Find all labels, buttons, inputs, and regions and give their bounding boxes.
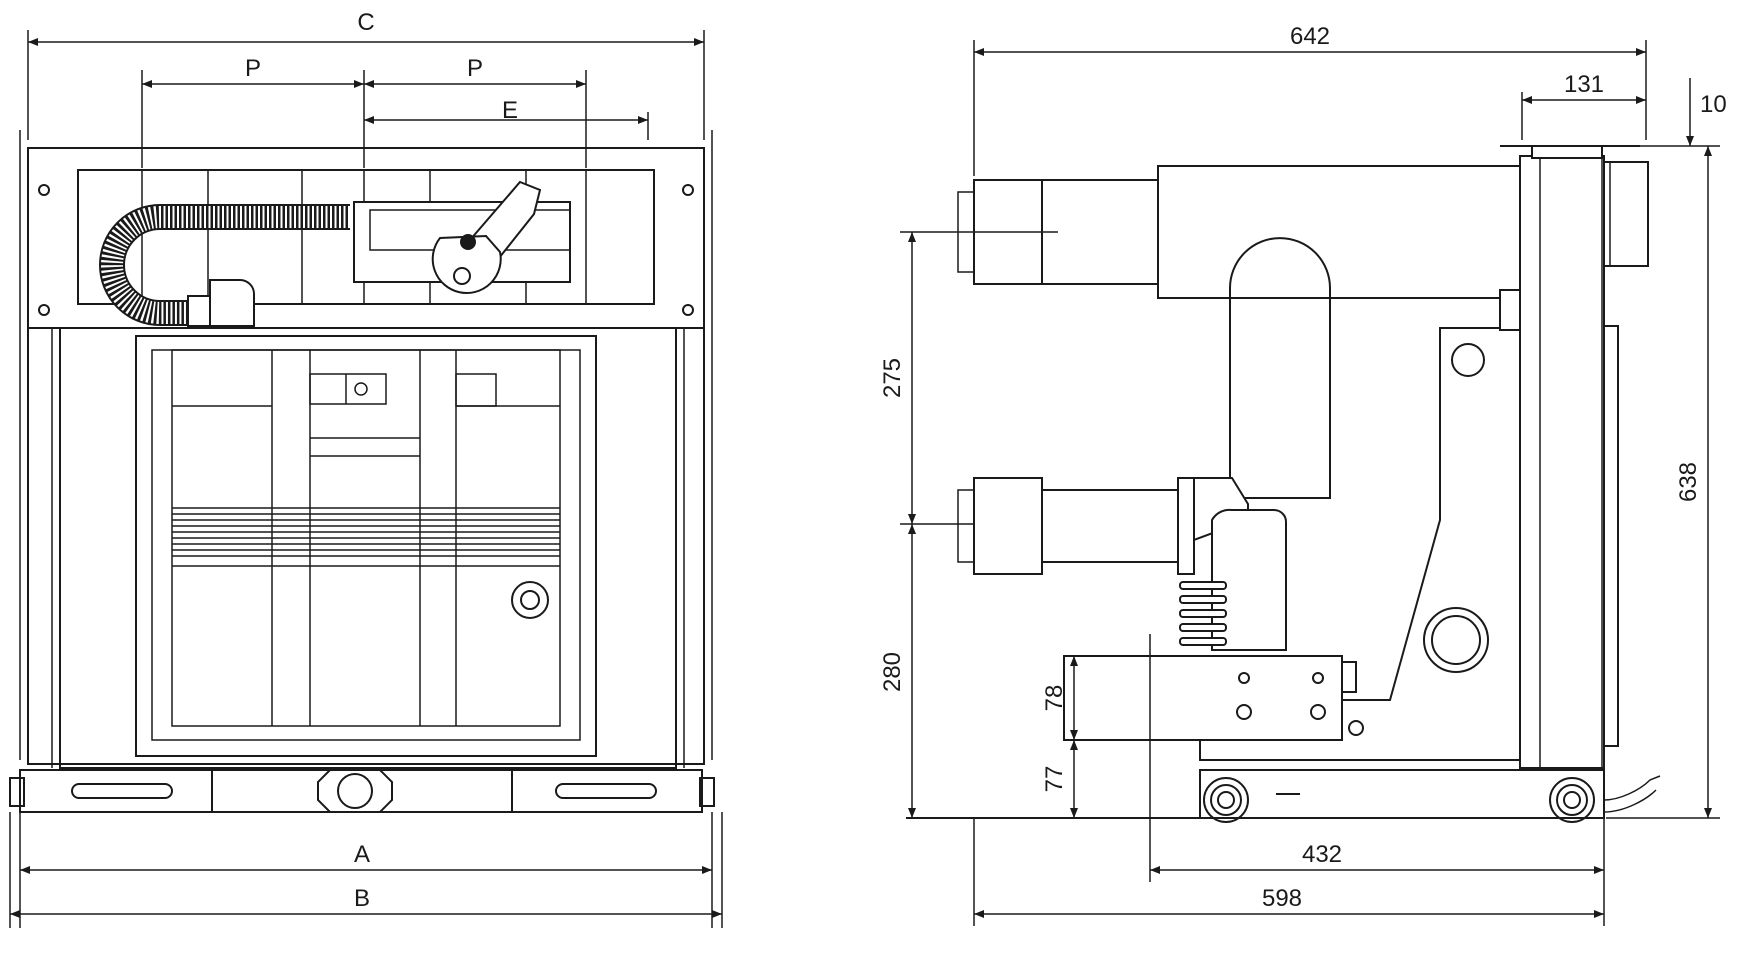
label-131: 131 [1564, 71, 1604, 98]
racking-nut [317, 769, 393, 813]
mounting-hole [682, 304, 694, 316]
cooling-fins [172, 507, 560, 557]
label-78: 78 [1041, 685, 1068, 712]
label-c: C [357, 9, 374, 36]
upper-arm-housing [1157, 165, 1531, 299]
label-a: A [354, 841, 370, 868]
conduit-elbow [209, 279, 255, 327]
main-column [1229, 297, 1331, 499]
label-275: 275 [879, 358, 906, 398]
label-642: 642 [1290, 23, 1330, 50]
mounting-hole [38, 184, 50, 196]
breaker-body [135, 335, 597, 757]
label-598: 598 [1262, 885, 1302, 912]
label-p-left: P [245, 55, 261, 82]
label-b: B [354, 885, 370, 912]
label-10: 10 [1700, 91, 1727, 118]
truck-chassis [1199, 769, 1605, 819]
label-p-right: P [467, 55, 483, 82]
side-view: 642 131 10 638 275 280 78 77 432 598 [879, 23, 1727, 926]
mounting-hole [38, 304, 50, 316]
insulator-column [1211, 508, 1287, 651]
mounting-hole [682, 184, 694, 196]
lever-pivot [460, 234, 476, 250]
interlock-hook [431, 234, 502, 295]
label-432: 432 [1302, 841, 1342, 868]
actuator-block [1063, 655, 1343, 741]
wheel [1203, 777, 1249, 823]
front-view: C P P E A B [9, 9, 723, 928]
truck-frame [59, 327, 677, 769]
label-280: 280 [879, 652, 906, 692]
label-77: 77 [1041, 766, 1068, 793]
rail-slot [555, 783, 657, 799]
lower-contact [973, 477, 1043, 575]
insulator-sheds [1179, 581, 1227, 646]
wheel [1549, 777, 1595, 823]
indicator-knob [511, 581, 549, 619]
front-door-panel [1519, 155, 1605, 769]
rail-slot [71, 783, 173, 799]
label-638: 638 [1675, 462, 1702, 502]
label-e: E [502, 97, 518, 124]
